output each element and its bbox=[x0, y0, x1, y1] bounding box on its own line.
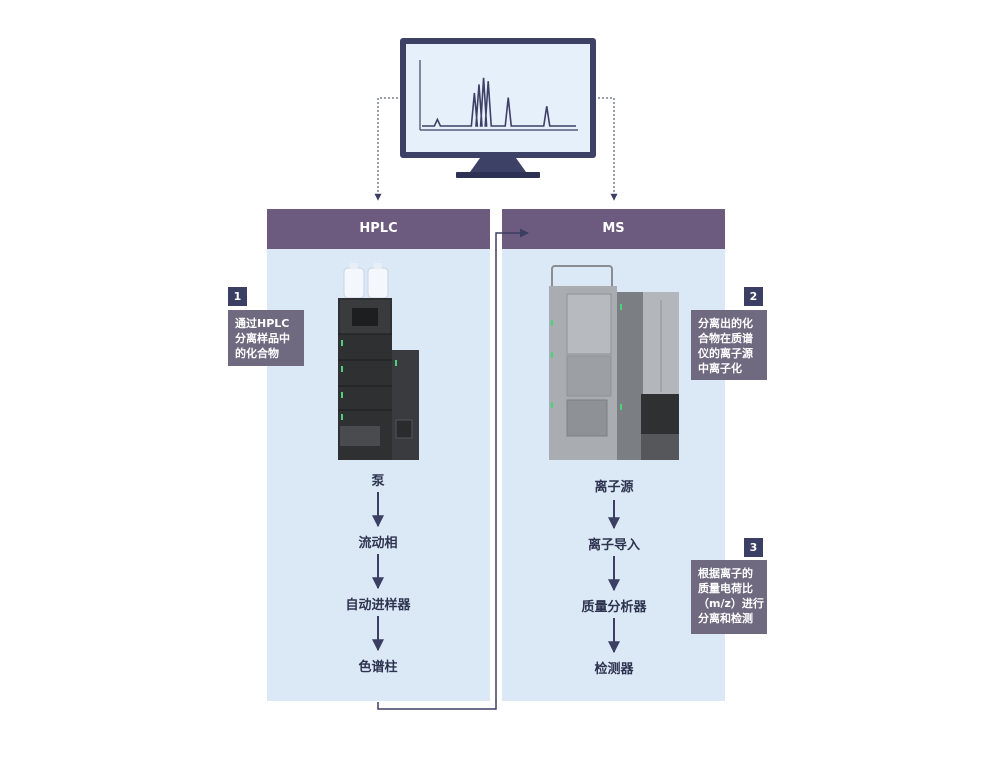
note-1-line-2: 分离样品中 bbox=[235, 332, 290, 345]
hplc-step-column: 色谱柱 bbox=[358, 660, 398, 675]
monitor-to-ms-dotted-arrow bbox=[594, 97, 618, 201]
note-2-line-2: 合物在质谱 bbox=[698, 332, 753, 345]
hplc-step-pump: 泵 bbox=[371, 474, 385, 489]
note-3-badge: 3 bbox=[744, 538, 763, 557]
chromatogram-trace bbox=[422, 77, 576, 127]
ms-panel-title: MS bbox=[502, 209, 725, 249]
ms-step-ion-source: 离子源 bbox=[594, 480, 634, 495]
hplc-panel-title: HPLC bbox=[267, 209, 490, 249]
monitor-graphic bbox=[400, 38, 596, 178]
note-2-line-1: 分离出的化 bbox=[698, 317, 753, 330]
monitor bbox=[400, 38, 596, 178]
note-1-line-3: 的化合物 bbox=[235, 347, 279, 360]
note-1-badge: 1 bbox=[228, 287, 247, 306]
note-3: 根据离子的 质量电荷比 （m/z）进行 分离和检测 bbox=[691, 560, 767, 634]
ms-step-mass-analyzer: 质量分析器 bbox=[581, 600, 647, 615]
chromatogram bbox=[419, 60, 578, 131]
note-2-badge: 2 bbox=[744, 287, 763, 306]
ms-step-detector: 检测器 bbox=[594, 662, 634, 677]
note-2-line-4: 中离子化 bbox=[698, 362, 742, 375]
note-3-line-4: 分离和检测 bbox=[698, 612, 753, 625]
note-3-line-1: 根据离子的 bbox=[698, 567, 753, 580]
note-3-line-3: （m/z）进行 bbox=[698, 597, 764, 610]
note-1-line-1: 通过HPLC bbox=[235, 317, 290, 330]
note-2: 分离出的化 合物在质谱 仪的离子源 中离子化 bbox=[691, 310, 767, 380]
hplc-step-mobile-phase: 流动相 bbox=[358, 536, 398, 551]
hplc-step-autosampler: 自动进样器 bbox=[345, 598, 411, 613]
note-2-line-3: 仪的离子源 bbox=[698, 347, 753, 360]
note-3-line-2: 质量电荷比 bbox=[698, 582, 753, 595]
monitor-to-hplc-dotted-arrow bbox=[374, 97, 402, 201]
ms-step-ion-transfer: 离子导入 bbox=[587, 538, 640, 553]
note-1: 通过HPLC 分离样品中 的化合物 bbox=[228, 310, 304, 366]
hplc-to-ms-connector bbox=[377, 228, 529, 710]
